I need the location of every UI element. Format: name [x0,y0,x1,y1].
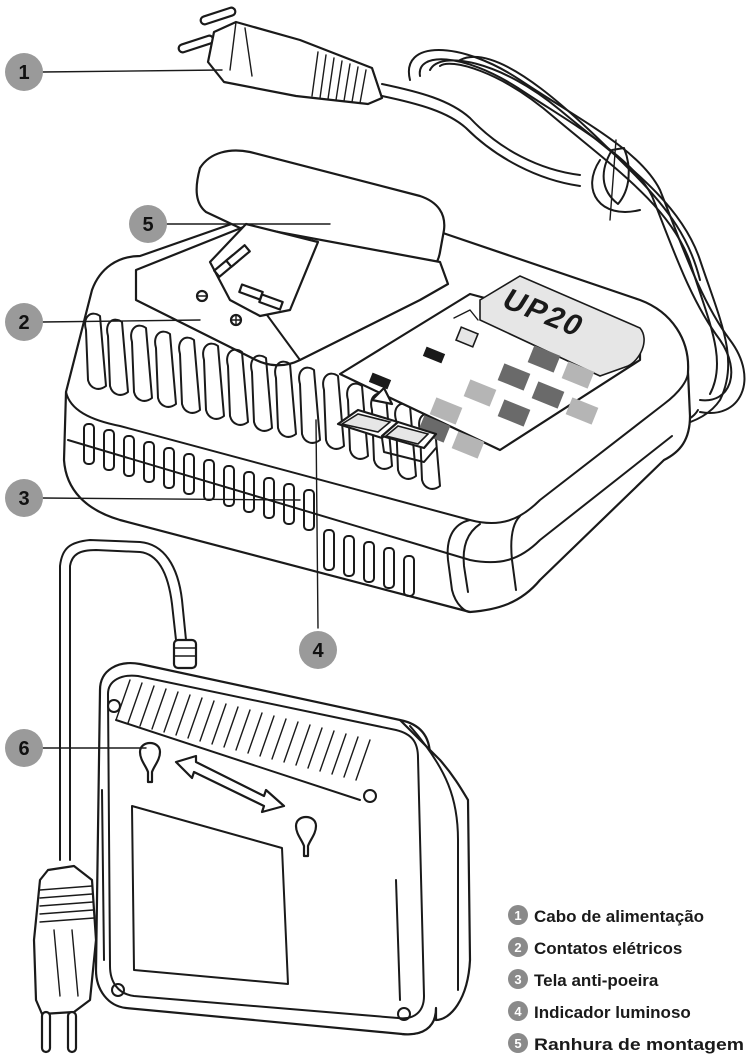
callout-badge-1: 1 [5,53,43,91]
callout-badge-5: 5 [129,205,167,243]
svg-text:Ranhura de montagem: Ranhura de montagem [534,1035,744,1054]
svg-text:4: 4 [514,1004,522,1019]
legend-item-1: 1 Cabo de alimentação [508,905,704,926]
vent-slots-lower [83,423,415,597]
callout-badge-3: 3 [5,479,43,517]
legend-item-5: 5 Ranhura de montagem [508,1033,744,1054]
svg-text:2: 2 [514,940,521,955]
legend: 1 Cabo de alimentação 2 Contatos elétric… [508,905,744,1054]
svg-text:4: 4 [312,640,324,662]
charger-rear [32,539,472,1054]
keyhole-slots [138,741,318,858]
svg-text:3: 3 [18,488,29,510]
svg-text:1: 1 [18,62,29,84]
legend-item-2: 2 Contatos elétricos [508,937,682,958]
svg-text:6: 6 [18,738,29,760]
callout-leaders [41,69,331,749]
legend-item-3: 3 Tela anti-poeira [508,969,659,990]
power-cord-top [177,6,746,432]
svg-text:1: 1 [514,908,521,923]
svg-text:Indicador luminoso: Indicador luminoso [534,1003,691,1022]
led-indicators [368,309,599,459]
svg-text:5: 5 [142,214,153,236]
vent-fins-upper [84,312,441,490]
rear-fins [115,679,371,781]
callout-badge-6: 6 [5,729,43,767]
charger-main: UP20 [62,149,692,614]
control-buttons [336,408,438,463]
callout-badge-2: 2 [5,303,43,341]
svg-text:Cabo de alimentação: Cabo de alimentação [534,907,704,926]
legend-item-4: 4 Indicador luminoso [508,1001,691,1022]
svg-text:3: 3 [514,972,521,987]
svg-text:5: 5 [514,1036,521,1051]
svg-text:Tela anti-poeira: Tela anti-poeira [534,971,659,990]
svg-text:2: 2 [18,312,29,334]
callout-badge-4: 4 [299,631,337,669]
svg-text:Contatos elétricos: Contatos elétricos [534,939,682,958]
